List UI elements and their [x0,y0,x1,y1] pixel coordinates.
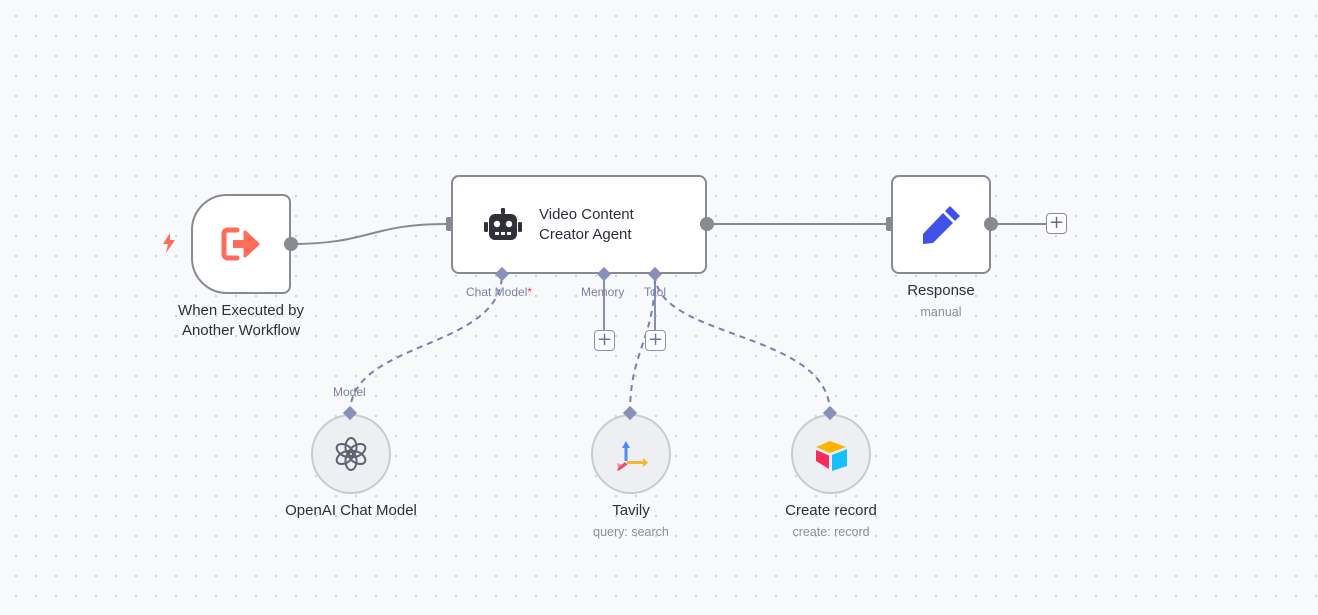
connection-airtable-to-tool [654,273,831,414]
trigger-node-label: When Executed by Another Workflow [178,302,304,339]
openai-icon [334,437,368,471]
agent-input-handle[interactable] [446,217,453,231]
response-node-label: Response [907,282,975,299]
response-output-handle[interactable] [984,217,998,231]
trigger-bolt-icon [162,233,176,258]
openai-node-label: OpenAI Chat Model [285,502,417,519]
trigger-output-handle[interactable] [284,237,298,251]
add-next-node-button[interactable]: + [1046,213,1067,234]
required-mark: * [527,285,533,299]
response-node[interactable] [891,175,991,274]
agent-title-line1: Video Content [539,206,634,223]
airtable-icon [814,439,850,471]
agent-node-video-content-creator[interactable]: Video Content Creator Agent [451,175,707,274]
tavily-node-sublabel: query: search [593,525,669,539]
pencil-icon [919,203,963,247]
response-node-sublabel: manual [920,305,962,319]
tavily-node-label: Tavily [612,502,650,519]
openai-model-port-label: Model [333,385,366,399]
tavily-icon [614,437,650,473]
connection-trigger-to-agent [290,223,447,245]
response-input-handle[interactable] [886,217,893,231]
agent-node-title: Video Content Creator Agent [539,205,634,245]
chat-model-port-text: Chat Model [466,285,528,299]
chat-model-port-label: Chat Model* [466,285,532,299]
agent-output-handle[interactable] [700,217,714,231]
add-tool-button[interactable]: + [645,330,666,351]
tavily-node[interactable] [591,414,671,494]
tool-port-label: Tool [644,285,667,299]
agent-title-line2: Creator Agent [539,226,632,243]
create-record-node[interactable] [791,414,871,494]
robot-icon [483,207,523,243]
sign-out-icon [220,224,262,264]
create-record-node-sublabel: create: record [792,525,870,539]
openai-chat-model-node[interactable] [311,414,391,494]
create-record-node-label: Create record [785,502,877,519]
add-memory-button[interactable]: + [594,330,615,351]
memory-port-label: Memory [581,285,625,299]
trigger-node-when-executed[interactable] [191,194,291,294]
